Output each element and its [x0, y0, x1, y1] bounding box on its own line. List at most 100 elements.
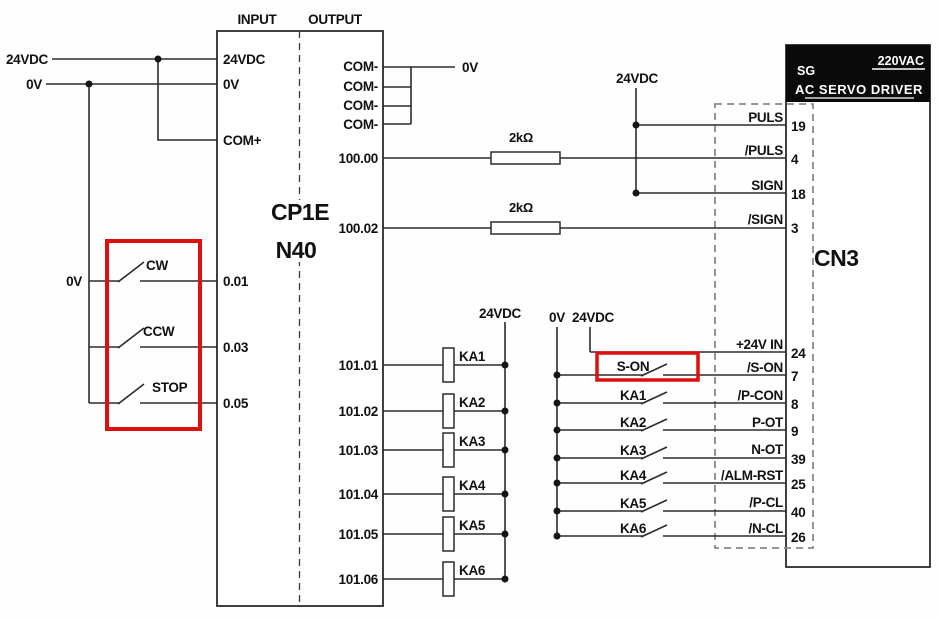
- pin-label-p-ot: P-OT: [752, 415, 784, 430]
- contact-label-ka4: KA4: [620, 468, 647, 483]
- label-pulse-24vdc: 24VDC: [616, 71, 659, 86]
- junction-dot: [553, 399, 561, 407]
- pin-label-24v-in: +24V IN: [736, 337, 783, 352]
- label-contact-rail-24vdc: 24VDC: [572, 310, 615, 325]
- wires: [46, 58, 786, 580]
- wire-left-power-and-inputs: [46, 58, 217, 405]
- pin-label-n-cl: /N-CL: [749, 521, 784, 536]
- contact-label-ka6: KA6: [620, 521, 647, 536]
- junction-dot: [553, 426, 561, 434]
- junction-dots: [85, 55, 640, 583]
- coil-label-ka6: KA6: [459, 563, 486, 578]
- plc-model-line2: N40: [276, 237, 317, 263]
- contact-label-s-on: S-ON: [617, 359, 650, 374]
- plc-terminal-10106: 101.06: [339, 572, 379, 587]
- plc-terminal-0v: 0V: [223, 77, 239, 92]
- pin-label-alm-rst: /ALM-RST: [721, 468, 784, 483]
- servo-outline: [785, 44, 931, 568]
- plc-terminal-10000: 100.00: [339, 151, 379, 166]
- label-output-common-0v: 0V: [462, 60, 478, 75]
- junction-dot: [553, 507, 561, 515]
- contact-label-ka5: KA5: [620, 496, 647, 511]
- junction-dot: [632, 189, 640, 197]
- pin-number-25: 25: [791, 477, 806, 492]
- junction-dot: [501, 530, 509, 538]
- cn3-connector-dashed-box: [714, 103, 814, 549]
- plc-terminal-10102: 101.02: [339, 404, 379, 419]
- pin-number-7: 7: [791, 369, 798, 384]
- pin-label-n-ot: N-OT: [751, 442, 784, 457]
- coil-label-ka1: KA1: [459, 349, 486, 364]
- pin-number-19: 19: [791, 119, 805, 134]
- coil-label-ka5: KA5: [459, 518, 486, 533]
- contact-label-ka1: KA1: [620, 388, 647, 403]
- servo-driver-box: [785, 44, 931, 568]
- plc-terminal-10002: 100.02: [339, 221, 379, 236]
- highlight-box-input-switches: [105, 239, 202, 431]
- plc-input-header: INPUT: [237, 12, 277, 27]
- plc-terminal-com-minus-4: COM-: [343, 117, 378, 132]
- resistor-2k-puls: [490, 151, 561, 165]
- plc-outline: [216, 30, 384, 607]
- label-24vdc-supply: 24VDC: [6, 52, 49, 67]
- switch-label-cw: CW: [146, 258, 168, 273]
- pin-number-26: 26: [791, 530, 806, 545]
- label-0v-supply: 0V: [26, 77, 42, 92]
- junction-dot: [501, 575, 509, 583]
- junction-dot: [553, 532, 561, 540]
- label-contact-rail-0v: 0V: [549, 310, 565, 325]
- junction-dot: [501, 361, 509, 369]
- pin-number-24: 24: [791, 346, 806, 361]
- plc-model-line1: CP1E: [271, 199, 329, 225]
- plc-terminal-24vdc: 24VDC: [223, 52, 266, 67]
- junction-dot: [501, 490, 509, 498]
- coil-label-ka4: KA4: [459, 478, 486, 493]
- servo-connector-cn3: CN3: [814, 245, 859, 271]
- plc-terminal-001: 0.01: [223, 274, 249, 289]
- pin-label-npuls: /PULS: [745, 143, 784, 158]
- pin-label-p-con: /P-CON: [738, 388, 783, 403]
- junction-dot: [553, 479, 561, 487]
- pin-label-nsign: /SIGN: [748, 212, 783, 227]
- resistor-2k-sign: [490, 221, 561, 235]
- servo-voltage: 220VAC: [878, 54, 924, 68]
- resistors: [490, 151, 561, 235]
- junction-dot: [154, 55, 162, 63]
- plc-output-header: OUTPUT: [308, 12, 363, 27]
- highlight-box-s-on: [595, 351, 700, 382]
- pin-number-9: 9: [791, 424, 798, 439]
- plc-terminal-003: 0.03: [223, 340, 249, 355]
- coil-ka2: [442, 393, 455, 429]
- pin-number-8: 8: [791, 397, 799, 412]
- servo-title: AC SERVO DRIVER: [795, 82, 923, 97]
- coil-label-ka3: KA3: [459, 434, 486, 449]
- plc-terminal-com-minus-1: COM-: [343, 59, 378, 74]
- pin-label-puls: PULS: [748, 110, 783, 125]
- junction-dot: [85, 80, 93, 88]
- coil-ka3: [442, 432, 455, 468]
- plc-terminal-10103: 101.03: [339, 443, 379, 458]
- resistor-label-1: 2kΩ: [509, 130, 533, 145]
- pin-number-3: 3: [791, 221, 799, 236]
- pin-number-18: 18: [791, 187, 806, 202]
- resistor-label-2: 2kΩ: [509, 200, 533, 215]
- servo-header-bar: [786, 45, 930, 102]
- plc-terminal-005: 0.05: [223, 396, 249, 411]
- junction-dot: [501, 407, 509, 415]
- relay-coils: [442, 347, 455, 597]
- pin-label-p-cl: /P-CL: [749, 495, 783, 510]
- servo-brand: SG: [797, 64, 815, 78]
- coil-ka5: [442, 516, 455, 552]
- coil-ka4: [442, 476, 455, 512]
- plc-model-mask: [272, 200, 328, 262]
- plc-terminal-com-minus-2: COM-: [343, 79, 378, 94]
- wire-outputs-and-pulse-lines: [383, 66, 786, 229]
- plc-box: [216, 30, 384, 607]
- switch-label-stop: STOP: [152, 380, 188, 395]
- pin-number-40: 40: [791, 505, 805, 520]
- switch-label-ccw: CCW: [143, 324, 175, 339]
- coil-ka1: [442, 347, 455, 383]
- coil-label-ka2: KA2: [459, 395, 485, 410]
- plc-terminal-10105: 101.05: [339, 527, 379, 542]
